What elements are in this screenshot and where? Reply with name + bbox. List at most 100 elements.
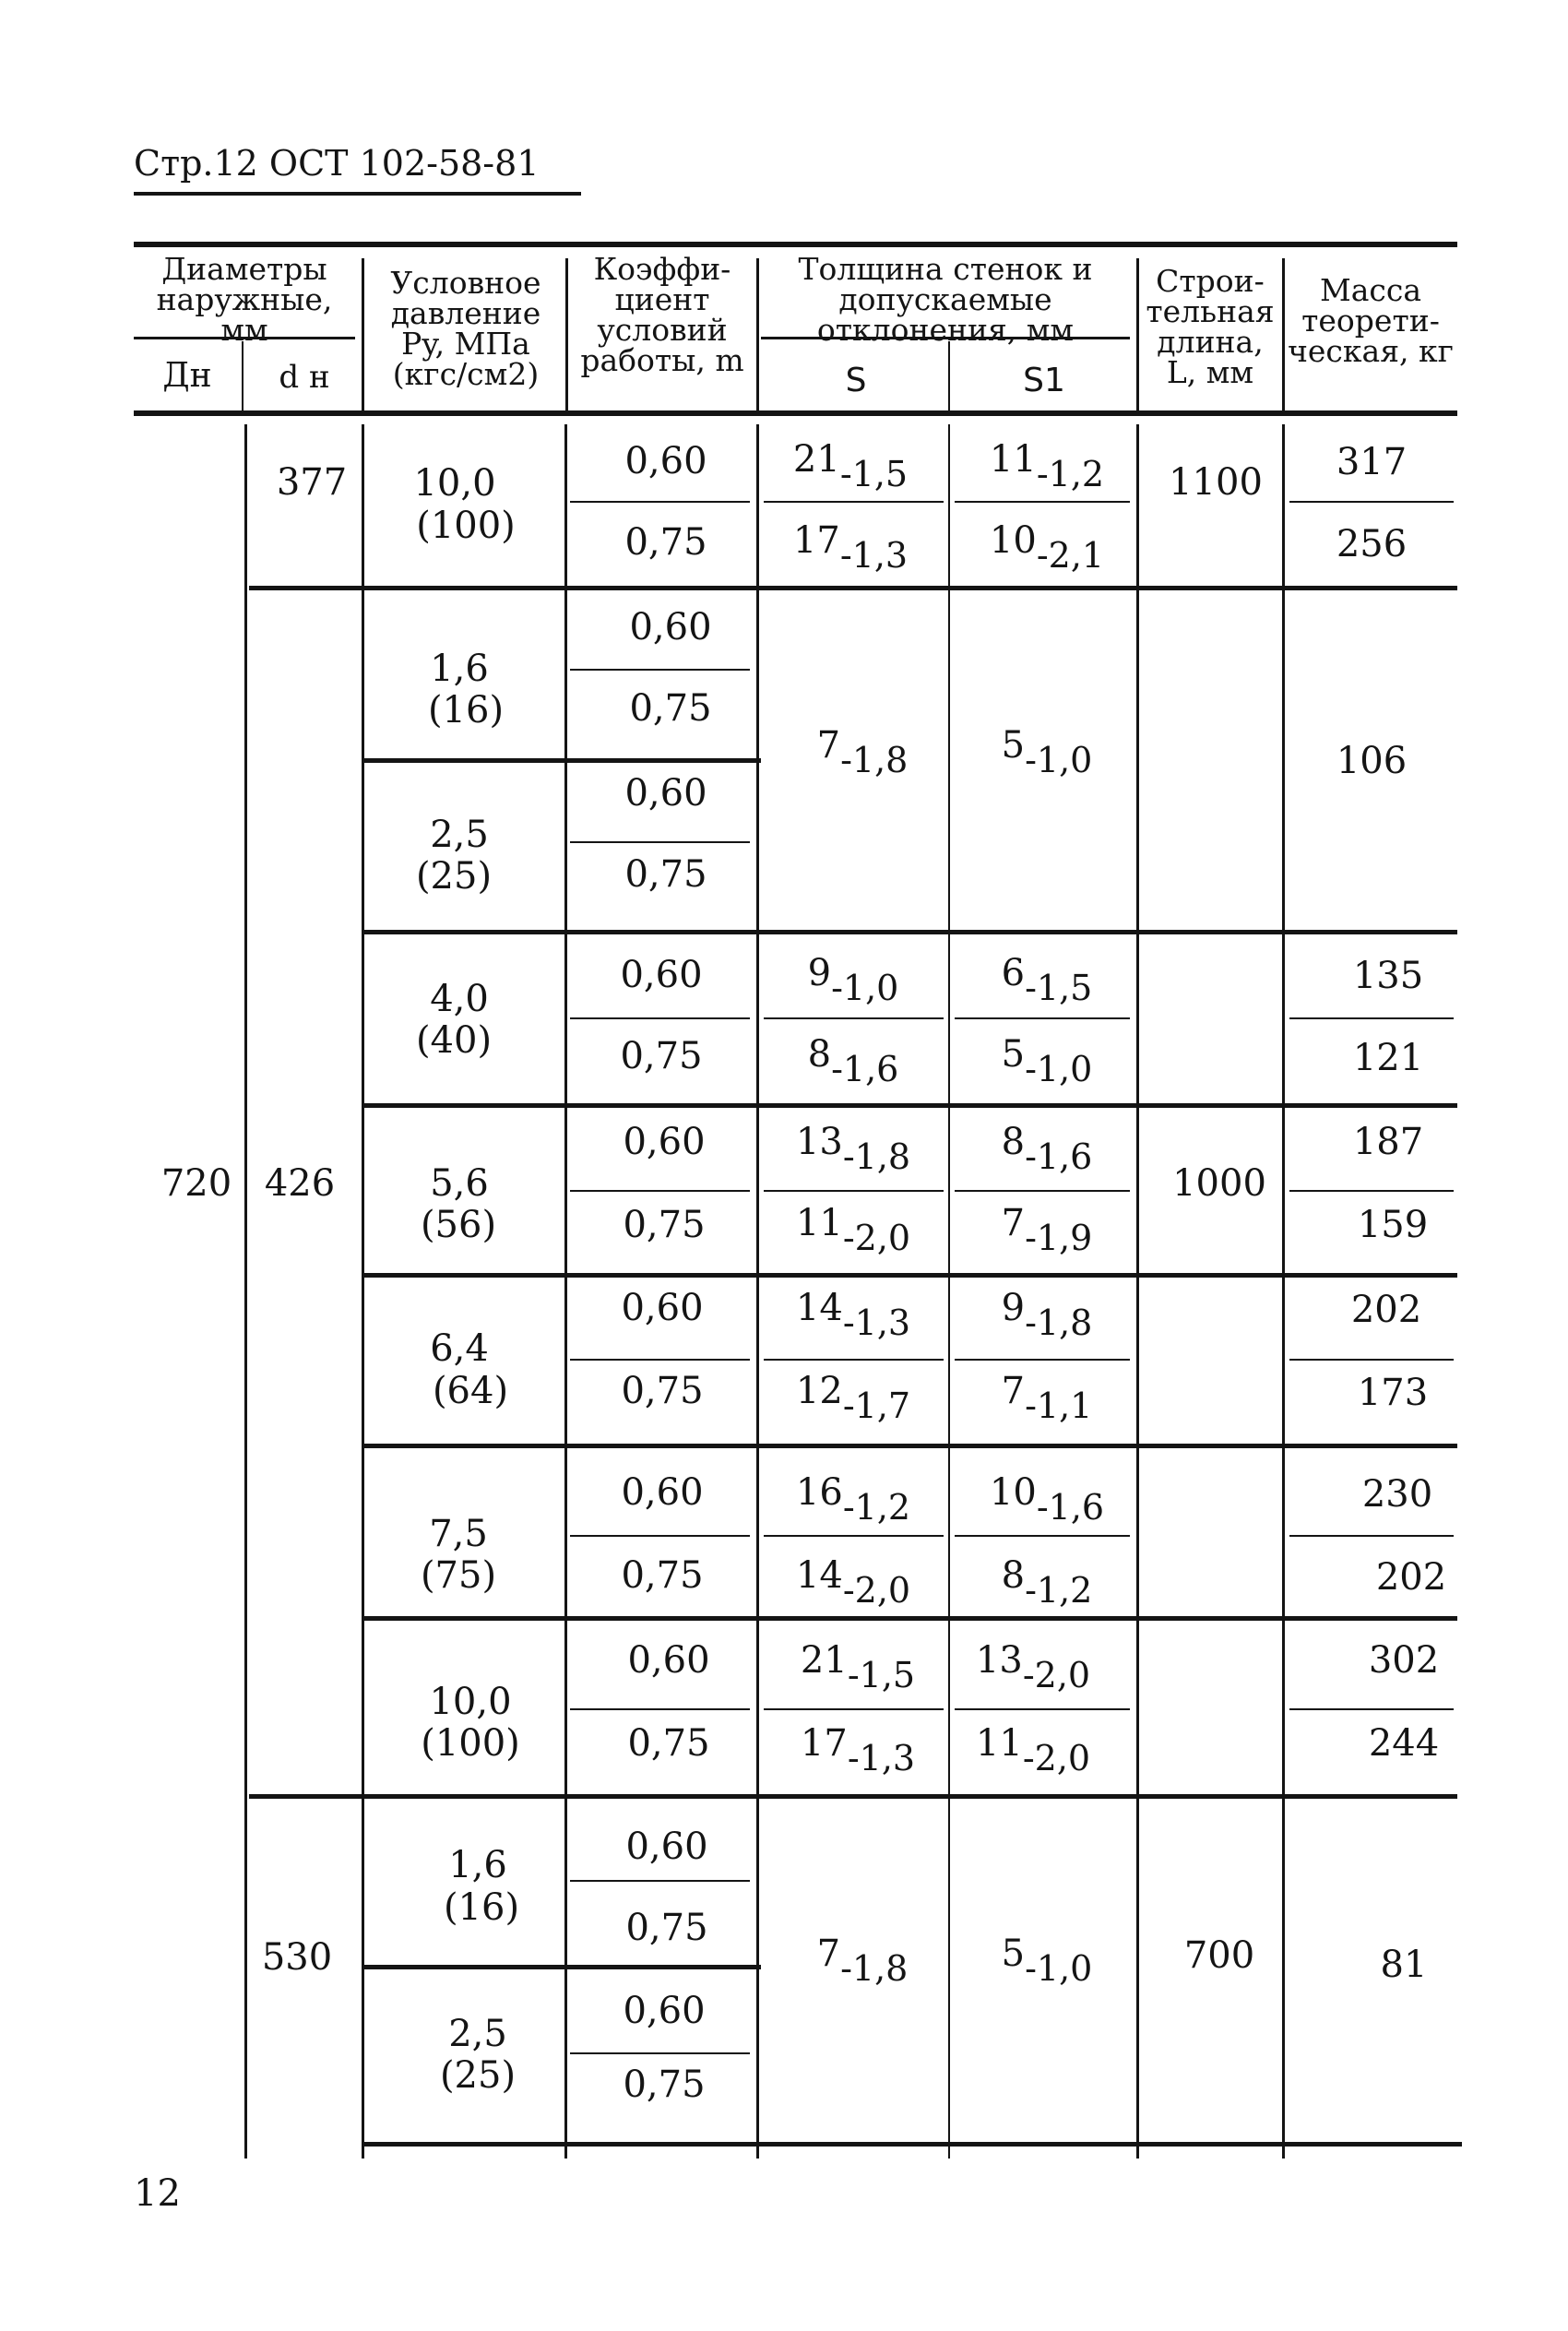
- header-bottom-rule: [134, 410, 1457, 416]
- s1-thickness: 8-1,6: [1001, 1121, 1093, 1177]
- pressure-kgf: (100): [416, 505, 516, 547]
- coef-value: 0,60: [629, 606, 712, 648]
- val-divider-4s: [764, 1017, 944, 1019]
- pressure-kgf: (64): [432, 1370, 509, 1412]
- coef-value: 0,75: [624, 521, 707, 564]
- val-divider-7m: [1289, 1535, 1454, 1537]
- dn-377: 377: [276, 461, 348, 504]
- coef-value: 0,75: [629, 687, 712, 730]
- s1-thickness: 11-2,0: [975, 1722, 1091, 1778]
- pressure-mpa: 2,5: [430, 814, 489, 856]
- body-vline-6: [1136, 424, 1139, 2159]
- group-rule-7: [364, 1616, 1457, 1621]
- body-vline-3: [564, 424, 567, 2159]
- coef-value: 0,75: [623, 2063, 706, 2106]
- coef-value: 0,60: [625, 1826, 708, 1868]
- val-divider-1s: [764, 501, 944, 503]
- s-thickness: 21-1,5: [792, 438, 909, 494]
- s-thickness: 14-1,3: [795, 1287, 911, 1343]
- length-1000: 1000: [1172, 1162, 1266, 1205]
- dn-530: 530: [261, 1936, 333, 1979]
- group-rule-1: [249, 586, 1457, 590]
- coef-value: 0,75: [624, 853, 707, 896]
- hdr-diameters: Диаметры наружные, мм: [156, 251, 333, 348]
- hdr-pressure: Условное давление Py, МПа (кгс/см2): [390, 265, 541, 392]
- val-divider-8s: [764, 1708, 944, 1710]
- val-divider-4s1: [955, 1017, 1130, 1019]
- s-thickness: 17-1,3: [800, 1722, 916, 1778]
- pressure-kgf: (16): [443, 1886, 520, 1929]
- table-bottom-rule: [364, 2142, 1462, 2147]
- val-divider-7s: [764, 1535, 944, 1537]
- val-divider-1: [570, 501, 750, 503]
- mass-value: 173: [1357, 1372, 1429, 1414]
- coef-value: 0,60: [623, 1990, 706, 2032]
- s-thickness: 8-1,6: [807, 1033, 899, 1089]
- mass-value: 159: [1357, 1204, 1429, 1246]
- hdr-coefficient: Коэффи-циент условий работы, m: [580, 251, 744, 378]
- diam-sub-rule: [134, 337, 355, 339]
- pressure-kgf: (25): [415, 855, 493, 898]
- s-thickness: 11-2,0: [795, 1202, 911, 1258]
- hdr-vline-6: [1136, 258, 1139, 410]
- val-divider-4m: [1289, 1017, 1454, 1019]
- pressure-mpa: 10,0: [413, 462, 496, 505]
- mass-shared: 106: [1336, 740, 1408, 782]
- mass-value: 202: [1350, 1289, 1422, 1331]
- pressure-mpa: 5,6: [430, 1162, 489, 1205]
- mass-value: 202: [1375, 1556, 1447, 1599]
- page-number: 12: [134, 2172, 181, 2215]
- header-underline: [134, 192, 581, 196]
- pressure-mpa: 4,0: [430, 978, 489, 1020]
- pressure-mpa: 1,6: [448, 1844, 507, 1886]
- hdr-vline-7: [1282, 258, 1285, 410]
- group-rule-5: [364, 1273, 1457, 1278]
- hdr-vline-5: [948, 341, 950, 410]
- hdr-vline-4: [756, 258, 759, 410]
- coef-value: 0,75: [620, 1035, 703, 1077]
- s1-thickness-shared: 5-1,0: [1001, 1933, 1093, 1989]
- hdr-vline-1: [242, 341, 244, 410]
- pressure-mpa: 6,4: [430, 1327, 489, 1370]
- body-vline-2: [362, 424, 364, 2159]
- coef-value: 0,60: [624, 772, 707, 815]
- group-rule-6: [364, 1444, 1457, 1448]
- s1-thickness-shared: 5-1,0: [1001, 724, 1093, 780]
- mass-value: 187: [1352, 1121, 1424, 1163]
- pressure-kgf: (25): [439, 2054, 517, 2097]
- val-divider-5m: [1289, 1190, 1454, 1192]
- hdr-dn-small: d н: [279, 359, 330, 396]
- s-thickness: 13-1,8: [795, 1121, 911, 1177]
- mass-value: 302: [1368, 1639, 1440, 1682]
- dn-720: 720: [160, 1162, 232, 1205]
- s1-thickness: 8-1,2: [1001, 1554, 1093, 1611]
- hdr-s1: S1: [1023, 362, 1065, 399]
- coef-value: 0,60: [620, 954, 703, 996]
- mass-value: 244: [1368, 1722, 1440, 1765]
- body-vline-4: [756, 424, 759, 2159]
- coef-value: 0,75: [625, 1907, 708, 1949]
- group-rule-3: [364, 930, 1457, 934]
- pressure-kgf: (100): [421, 1722, 520, 1765]
- val-divider-5: [570, 1190, 750, 1192]
- hdr-thickness: Толщина стенок и допускаемые отклонения,…: [798, 251, 1093, 348]
- s1-thickness: 11-1,2: [989, 438, 1105, 494]
- s-thickness: 16-1,2: [795, 1471, 911, 1528]
- pressure-mpa: 2,5: [448, 2013, 507, 2055]
- val-divider-7s1: [955, 1535, 1130, 1537]
- group-rule-8: [249, 1794, 1457, 1799]
- val-divider-2: [570, 669, 750, 671]
- val-divider-1m: [1289, 501, 1454, 503]
- coef-value: 0,60: [621, 1287, 704, 1329]
- pressure-mpa: 7,5: [429, 1513, 488, 1555]
- table-top-rule: [134, 242, 1457, 247]
- val-divider-6m: [1289, 1359, 1454, 1361]
- s-thickness-shared: 7-1,8: [816, 1933, 909, 1989]
- mass-value: 121: [1352, 1037, 1424, 1079]
- s1-thickness: 9-1,8: [1001, 1287, 1093, 1343]
- pressure-kgf: (75): [420, 1554, 497, 1597]
- val-divider-6s: [764, 1359, 944, 1361]
- hdr-mass: Масса теорети-ческая, кг: [1288, 272, 1454, 369]
- pressure-mpa: 10,0: [429, 1681, 512, 1723]
- pressure-kgf: (40): [415, 1019, 493, 1062]
